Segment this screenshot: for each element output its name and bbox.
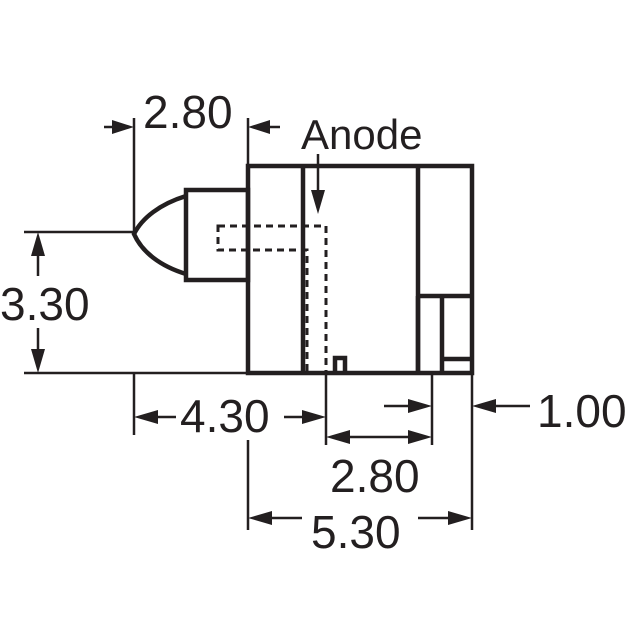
anode-callout: Anode: [301, 111, 422, 214]
dimension-overall-width: 5.30: [246, 440, 472, 558]
hidden-lead: [216, 224, 328, 375]
dimension-height: 3.30: [0, 230, 248, 375]
dim-pin-width-label: 2.80: [330, 450, 420, 502]
hidden-lead-outline: [216, 224, 328, 375]
arrow-4-30-right: [302, 410, 326, 424]
dim-lens-offset-label: 4.30: [180, 390, 270, 442]
anode-label: Anode: [301, 111, 422, 158]
package-body: [245, 163, 475, 376]
lens: [131, 187, 251, 283]
arrow-pin-span-right: [408, 430, 432, 444]
anode-pointer-arrow: [311, 190, 325, 214]
arrow-top-right: [248, 120, 270, 134]
dim-height-label: 3.30: [0, 278, 90, 330]
dimension-lens-offset: 4.30: [132, 373, 328, 445]
arrow-top-left: [112, 120, 134, 134]
dimension-pin-width: 2.80: [326, 373, 434, 502]
dimension-right-offset: 1.00: [470, 373, 627, 530]
dim-right-offset-label: 1.00: [537, 385, 627, 437]
dim-top-width-label: 2.80: [143, 86, 233, 138]
dim-overall-width-label: 5.30: [311, 506, 401, 558]
arrow-5-30-right: [448, 511, 472, 525]
dimension-top-width: 2.80: [104, 86, 280, 232]
lens-barrel: [183, 187, 251, 283]
arrow-pin-span-left: [326, 430, 350, 444]
arrow-height-top: [31, 232, 45, 256]
housing-outline: [245, 163, 475, 376]
arrow-1-00: [472, 399, 496, 413]
arrow-4-30-left: [134, 410, 158, 424]
arrow-height-bottom: [31, 349, 45, 373]
housing-tab: [332, 355, 348, 373]
arrow-5-30-left: [248, 511, 272, 525]
lens-dome: [131, 193, 187, 277]
arrow-pin-upper: [408, 399, 432, 413]
